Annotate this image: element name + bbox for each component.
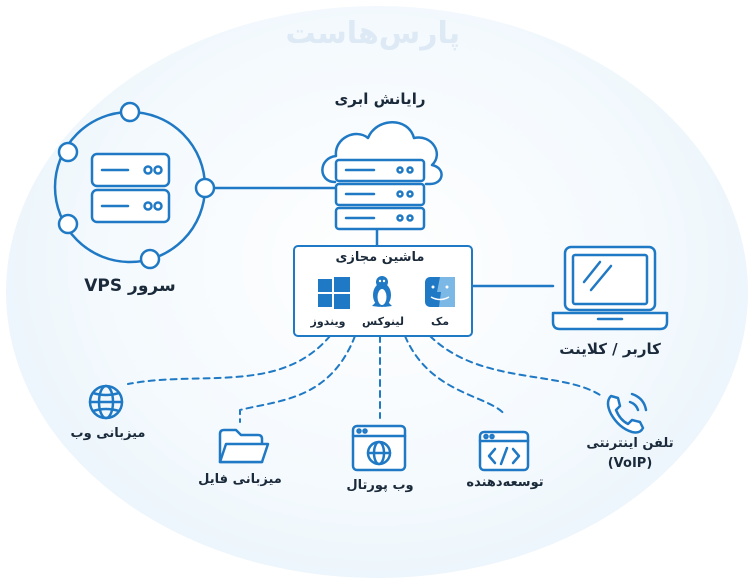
voip-sublabel: (VoIP) [607,456,653,471]
orbit-node [194,177,216,199]
vps-server-orbit [53,101,216,270]
folder-icon [218,428,270,464]
orbit-node [57,213,79,235]
orbit-node [57,141,79,163]
voip-label: تلفن اینترنتی [586,436,674,451]
os-label-windows: ویندوز [310,315,346,328]
vps-server-icon [90,152,171,224]
laptop-icon [551,245,669,331]
orbit-node [119,101,141,123]
vps-server-label: سرور VPS [84,276,176,296]
client-label: کاربر / کلاینت [559,340,661,358]
parshost-logo: پارس‌هاست [285,16,460,51]
mac-finder-icon [425,277,455,307]
dashed-connector-voip [429,335,601,396]
developer-label: توسعه‌دهنده [466,475,544,490]
phone-icon [606,392,648,434]
os-label-mac: مک [430,315,450,328]
orbit-node [139,248,161,270]
dashed-connector-file-hosting [239,335,356,423]
code-window-icon [478,430,530,472]
cloud-server-icon [334,158,426,231]
globe-icon [88,384,124,420]
windows-icon [318,277,350,309]
file-hosting-label: میزبانی فایل [198,472,282,487]
dashed-connector-web-hosting [127,335,331,385]
vm-title: ماشین مجازی [335,250,425,265]
web-hosting-label: میزبانی وب [70,426,146,441]
cloud-computing-label: رایانش ابری [334,90,426,108]
dashed-connector-developer [404,335,506,416]
linux-tux-icon [372,276,392,307]
web-portal-icon [351,424,407,472]
web-portal-label: وب پورتال [346,478,414,493]
os-label-linux: لینوکس [362,315,404,328]
